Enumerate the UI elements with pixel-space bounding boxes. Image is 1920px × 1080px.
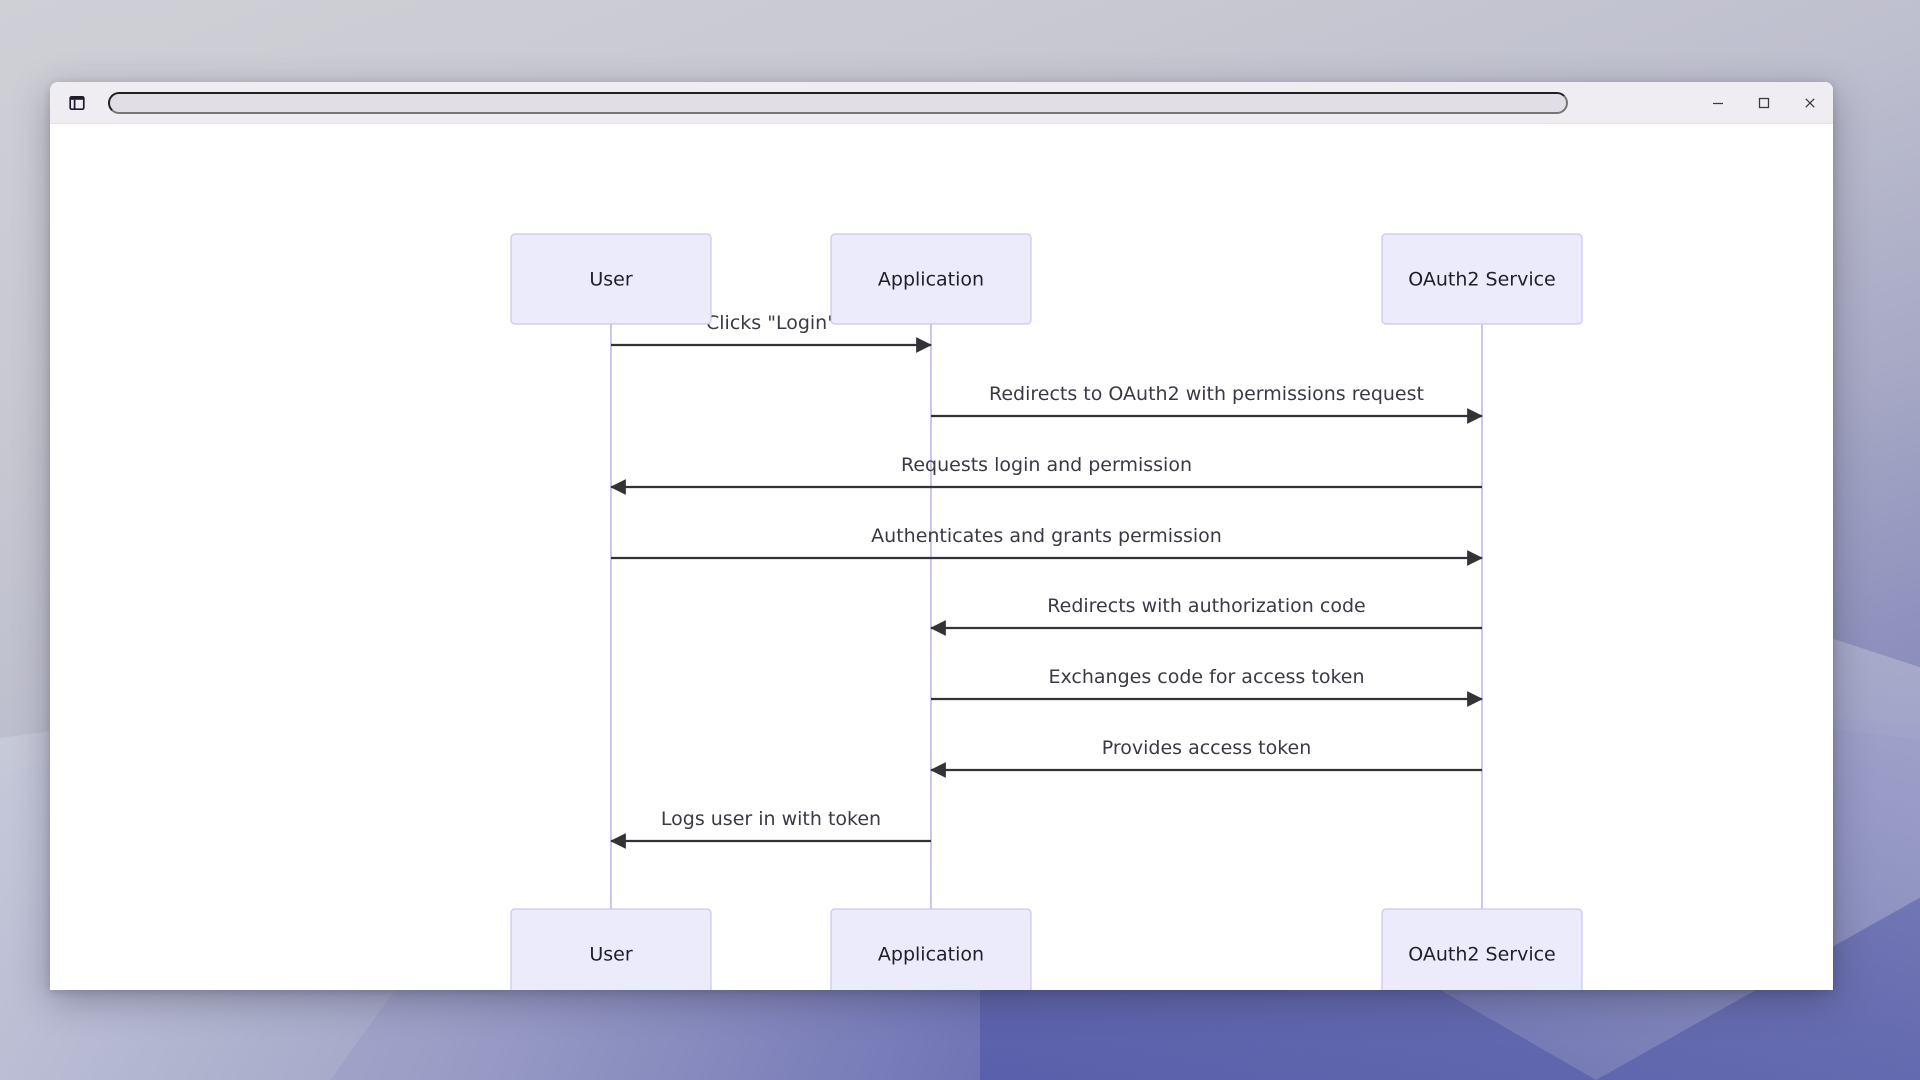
participant-box-user-bottom[interactable]: User <box>510 908 712 990</box>
message-label: Requests login and permission <box>901 454 1192 476</box>
message-label: Redirects to OAuth2 with permissions req… <box>989 383 1424 405</box>
browser-window: Clicks "Login" Redirects to OAuth2 with p… <box>50 82 1833 990</box>
maximize-button[interactable] <box>1741 82 1787 124</box>
window-panel-icon <box>69 95 85 110</box>
minimize-button[interactable] <box>1695 82 1741 124</box>
participant-rect <box>510 908 712 990</box>
message-5[interactable]: Redirects with authorization code <box>930 595 1482 636</box>
message-4[interactable]: Authenticates and grants permission <box>611 525 1483 566</box>
participant-rect <box>830 233 1032 325</box>
message-1[interactable]: Clicks "Login" <box>611 312 932 353</box>
message-8[interactable]: Logs user in with token <box>610 808 931 849</box>
message-group: Clicks "Login" Redirects to OAuth2 with p… <box>610 312 1483 849</box>
window-panel-icon-button[interactable] <box>60 88 94 118</box>
participant-label: OAuth2 Service <box>1408 269 1556 291</box>
participant-box-oauth-bottom[interactable]: OAuth2 Service <box>1381 908 1583 990</box>
participant-rect <box>510 233 712 325</box>
participant-label: OAuth2 Service <box>1408 944 1556 966</box>
message-label: Clicks "Login" <box>706 312 836 334</box>
maximize-icon <box>1758 97 1770 108</box>
message-7[interactable]: Provides access token <box>930 737 1482 778</box>
participant-rect <box>1381 233 1583 325</box>
participant-box-oauth-top[interactable]: OAuth2 Service <box>1381 233 1583 325</box>
participant-label: User <box>589 944 632 966</box>
participant-box-app-top[interactable]: Application <box>830 233 1032 325</box>
message-label: Redirects with authorization code <box>1047 595 1365 617</box>
window-controls <box>1695 82 1833 124</box>
message-2[interactable]: Redirects to OAuth2 with permissions req… <box>931 383 1483 424</box>
diagram-canvas: Clicks "Login" Redirects to OAuth2 with p… <box>50 124 1833 990</box>
message-label: Provides access token <box>1102 737 1312 759</box>
urlbar-container <box>94 91 1695 114</box>
sequence-diagram: Clicks "Login" Redirects to OAuth2 with p… <box>510 233 1583 990</box>
participant-label: Application <box>878 944 984 966</box>
close-icon <box>1805 97 1815 108</box>
address-input[interactable] <box>108 91 1568 114</box>
close-button[interactable] <box>1787 82 1833 124</box>
window-titlebar <box>50 82 1833 124</box>
message-label: Authenticates and grants permission <box>871 525 1222 547</box>
participant-box-user-top[interactable]: User <box>510 233 712 325</box>
participant-rect <box>830 908 1032 990</box>
participant-label: User <box>589 269 632 291</box>
participant-rect <box>1381 908 1583 990</box>
message-label: Exchanges code for access token <box>1049 666 1365 688</box>
participant-box-app-bottom[interactable]: Application <box>830 908 1032 990</box>
message-6[interactable]: Exchanges code for access token <box>931 666 1483 707</box>
participant-label: Application <box>878 269 984 291</box>
message-3[interactable]: Requests login and permission <box>610 454 1482 495</box>
minimize-icon <box>1713 102 1723 104</box>
message-label: Logs user in with token <box>661 808 881 830</box>
